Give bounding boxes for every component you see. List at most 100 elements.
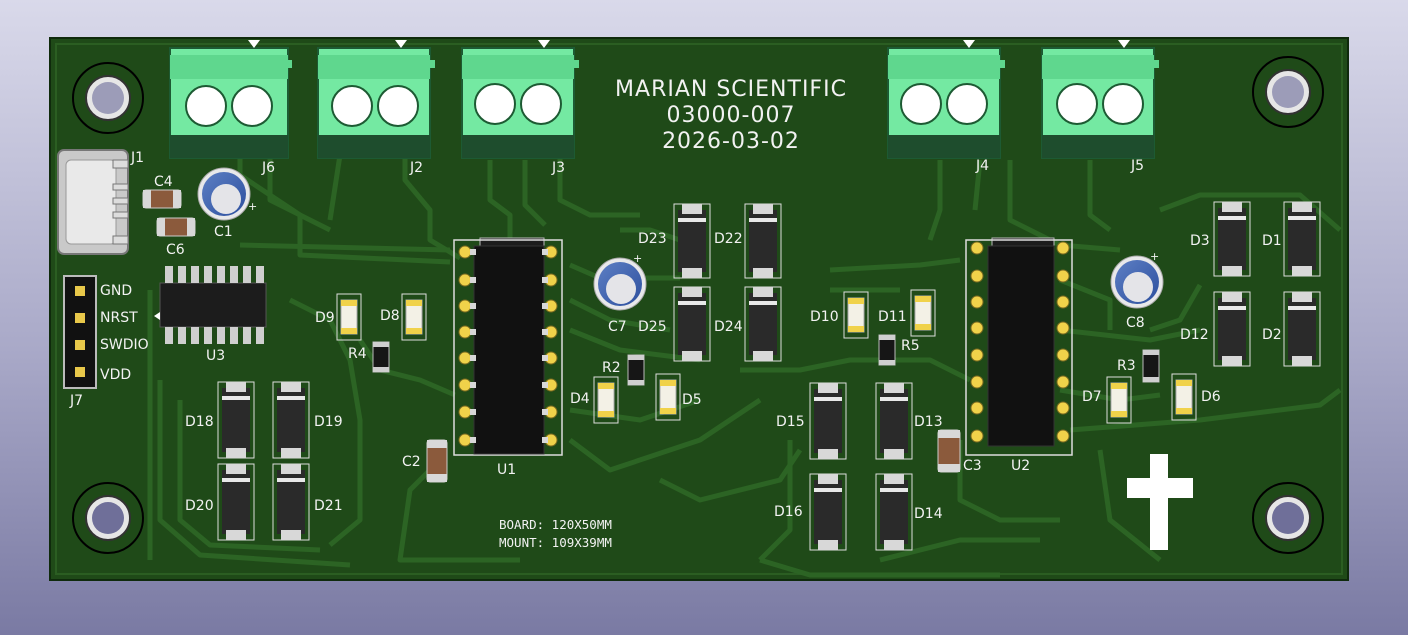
reference-designators: J1 J6 J2 J3 J4 J5 J7 C4 C6 C1 C7 C8 C2 C…: [69, 150, 1282, 522]
resistor-R4: [372, 341, 390, 373]
ref-J2: J2: [409, 160, 423, 176]
diode-D23: [673, 203, 711, 279]
pin-label-gnd: GND: [100, 283, 132, 299]
resistors: [372, 334, 1160, 386]
ref-D4: D4: [570, 391, 590, 407]
terminal-J5: [1041, 40, 1159, 159]
diode-D8: [401, 293, 427, 341]
capacitor-C2: [426, 439, 448, 483]
pin-label-nrst: NRST: [100, 310, 138, 326]
ceramic-capacitors: [142, 189, 961, 483]
ref-C6: C6: [166, 242, 185, 258]
resistor-R3: [1142, 349, 1160, 383]
ref-D22: D22: [714, 231, 743, 247]
svg-text:+: +: [1150, 250, 1159, 263]
diode-D22: [744, 203, 782, 279]
diode-D4: [593, 376, 619, 424]
ref-R4: R4: [348, 346, 367, 362]
ref-C2: C2: [402, 454, 421, 470]
mount-size-note: MOUNT: 109X39MM: [499, 535, 612, 550]
diode-D1: [1283, 201, 1321, 277]
capacitor-C4: [142, 189, 182, 209]
ref-D23: D23: [638, 231, 667, 247]
mounting-hole-bottom-right: [1252, 482, 1324, 554]
header-pin-labels: GND NRST SWDIO VDD: [100, 283, 149, 383]
diode-D9: [336, 293, 362, 341]
ref-D21: D21: [314, 498, 343, 514]
ref-C7: C7: [608, 319, 627, 335]
ref-D25: D25: [638, 319, 667, 335]
ref-D1: D1: [1262, 233, 1282, 249]
ref-D9: D9: [315, 310, 335, 326]
diode-D5: [655, 373, 681, 421]
ref-D14: D14: [914, 506, 943, 522]
ref-J4: J4: [975, 158, 989, 174]
ic-U3: [154, 266, 267, 344]
mounting-holes: [72, 56, 1324, 554]
revision-date: 2026-03-02: [662, 129, 800, 154]
capacitor-C6: [156, 217, 196, 237]
ref-R5: R5: [901, 338, 920, 354]
diode-D10: [843, 291, 869, 339]
capacitor-C7: +: [593, 252, 647, 311]
capacitor-C1: +: [197, 167, 257, 221]
diode-D6: [1171, 373, 1197, 421]
capacitor-C8: +: [1110, 250, 1164, 309]
ic-U2: [965, 237, 1073, 456]
mounting-hole-bottom-left: [72, 482, 144, 554]
ref-R2: R2: [602, 360, 621, 376]
diode-D24: [744, 286, 782, 362]
pin-label-vdd: VDD: [100, 367, 131, 383]
svg-text:+: +: [633, 252, 642, 265]
company-name: MARIAN SCIENTIFIC: [615, 77, 847, 102]
usb-c-connector: [57, 149, 129, 255]
led-diodes: [336, 289, 1197, 424]
capacitor-C3: [937, 429, 961, 473]
ref-R3: R3: [1117, 358, 1136, 374]
ref-D24: D24: [714, 319, 743, 335]
ref-D10: D10: [810, 309, 839, 325]
diode-D21: [272, 463, 310, 541]
electrolytic-capacitors: + + +: [197, 167, 1164, 311]
cross-logo: [1127, 454, 1193, 550]
board-size-note: BOARD: 120X50MM: [499, 517, 612, 532]
resistor-R2: [627, 354, 645, 386]
terminal-J4: [887, 40, 1005, 159]
diode-D15: [809, 382, 847, 460]
diode-D3: [1213, 201, 1251, 277]
diode-D7: [1106, 376, 1132, 424]
ref-D3: D3: [1190, 233, 1210, 249]
diode-D12: [1213, 291, 1251, 367]
diode-D2: [1283, 291, 1321, 367]
terminal-blocks: [169, 40, 1159, 159]
resistor-R5: [878, 334, 896, 366]
terminal-J3: [461, 40, 579, 159]
ref-D5: D5: [682, 392, 702, 408]
diode-D14: [875, 473, 913, 551]
power-diodes: [217, 201, 1321, 551]
diode-D19: [272, 381, 310, 459]
ref-C8: C8: [1126, 315, 1145, 331]
ref-D7: D7: [1082, 389, 1102, 405]
diode-D13: [875, 382, 913, 460]
ref-C3: C3: [963, 458, 982, 474]
terminal-J6: [169, 40, 292, 159]
mounting-hole-top-right: [1252, 56, 1324, 128]
ref-D2: D2: [1262, 327, 1282, 343]
ref-D15: D15: [776, 414, 805, 430]
ref-D12: D12: [1180, 327, 1209, 343]
ref-J1: J1: [130, 150, 144, 166]
ref-D11: D11: [878, 309, 907, 325]
ref-J7: J7: [69, 393, 83, 409]
diode-D25: [673, 286, 711, 362]
ref-D13: D13: [914, 414, 943, 430]
ref-D19: D19: [314, 414, 343, 430]
pin-header-J7: [63, 275, 97, 389]
diode-D18: [217, 381, 255, 459]
ref-D8: D8: [380, 308, 400, 324]
ref-U3: U3: [206, 348, 225, 364]
ref-J3: J3: [551, 160, 565, 176]
ref-C1: C1: [214, 224, 233, 240]
ref-J5: J5: [1130, 158, 1144, 174]
